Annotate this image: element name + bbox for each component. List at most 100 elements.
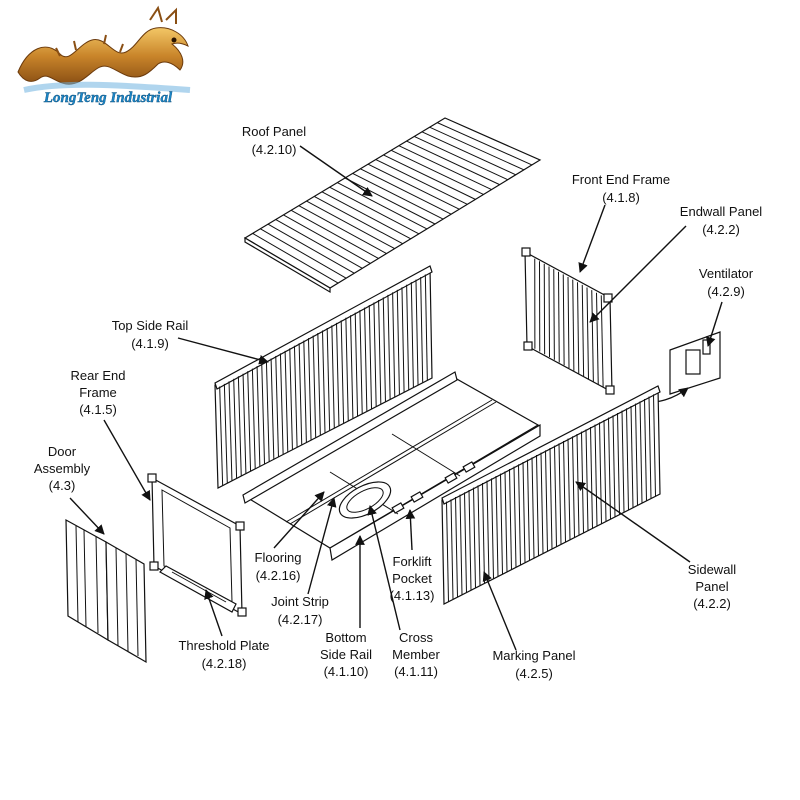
label-bottom-side-rail: Bottom Side Rail (4.1.10) [320, 630, 372, 679]
label-ventilator: Ventilator (4.2.9) [699, 266, 754, 299]
label-endwall-panel: Endwall Panel (4.2.2) [680, 204, 762, 237]
label-cross-member: Cross Member (4.1.11) [392, 630, 440, 679]
corrugation-rib [396, 289, 400, 395]
corrugation-rib [473, 487, 476, 588]
svg-text:Threshold Plate: Threshold Plate [178, 638, 269, 653]
corrugation-rib [387, 294, 391, 400]
corrugation-rib [242, 373, 247, 474]
corrugation-rib [307, 338, 312, 441]
corrugation-rib [513, 466, 517, 568]
corrugation-rib [603, 419, 607, 522]
corrugation-rib [261, 363, 266, 465]
svg-text:(4.2.2): (4.2.2) [702, 222, 740, 237]
corrugation-rib [283, 214, 371, 264]
corrugation-rib [390, 149, 484, 195]
corrugation-rib [383, 154, 476, 200]
logo-text: LongTeng Industrial [43, 90, 173, 106]
front-end-frame [521, 247, 615, 395]
corrugation-rib [340, 320, 345, 424]
corrugation-rib [468, 489, 472, 591]
corrugation-rib [577, 282, 580, 374]
svg-text:(4.1.13): (4.1.13) [390, 588, 435, 603]
corrugation-rib [233, 378, 238, 479]
label-threshold-plate: Threshold Plate (4.2.18) [178, 638, 269, 671]
svg-text:Member: Member [392, 647, 440, 662]
corrugation-rib [223, 383, 228, 484]
corrugation-rib [367, 163, 460, 210]
corrugation-rib [289, 348, 293, 450]
corrugation-rib [251, 368, 256, 469]
corrugation-rib [247, 371, 252, 472]
rear-end-frame [147, 473, 247, 617]
corrugation-rib [536, 454, 539, 556]
corrugation-rib [293, 345, 298, 448]
corrugation-rib [252, 232, 339, 284]
corrugation-rib [504, 471, 508, 572]
corrugation-rib [375, 159, 468, 205]
corrugation-rib [312, 335, 317, 438]
corrugation-rib [398, 145, 492, 190]
corrugation-rib [306, 200, 395, 250]
svg-text:Front End Frame: Front End Frame [572, 172, 670, 187]
door-assembly [65, 518, 147, 664]
corrugation-rib [644, 398, 647, 501]
corrugation-rib [495, 475, 499, 577]
corrugation-rib [572, 436, 575, 538]
corrugation-rib [459, 494, 463, 595]
svg-text:(4.1.9): (4.1.9) [131, 336, 169, 351]
corrugation-rib [317, 333, 321, 436]
corrugation-rib [586, 287, 589, 380]
corrugation-rib [639, 401, 643, 504]
door-locking-bar [135, 558, 139, 657]
corrugation-rib [554, 445, 557, 547]
corrugation-rib [590, 426, 593, 529]
svg-text:(4.2.10): (4.2.10) [252, 142, 297, 157]
corrugation-rib [450, 499, 454, 600]
svg-text:Forklift: Forklift [393, 554, 432, 569]
corrugation-rib [635, 403, 638, 506]
corrugation-rib [548, 266, 550, 358]
corrugation-rib [260, 228, 347, 279]
corrugation-rib [364, 307, 368, 412]
corrugation-rib [350, 315, 354, 419]
corrugation-rib [265, 361, 270, 462]
corrugation-rib [594, 424, 598, 527]
svg-text:Pocket: Pocket [392, 571, 432, 586]
corrugation-rib [545, 450, 548, 552]
dragon-logo-icon [17, 5, 191, 93]
roof-panel [243, 117, 542, 294]
corrugation-rib [621, 410, 625, 513]
svg-text:(4.2.16): (4.2.16) [256, 568, 301, 583]
corrugation-rib [298, 343, 303, 445]
svg-text:(4.2.17): (4.2.17) [278, 612, 323, 627]
corrugation-rib [482, 482, 485, 584]
corrugation-rib [567, 276, 570, 369]
corrugation-rib [563, 440, 566, 543]
svg-text:Door: Door [48, 444, 77, 459]
sidewall-panel [441, 385, 661, 605]
svg-text:Sidewall: Sidewall [688, 562, 737, 577]
corrugation-rib [522, 461, 526, 563]
svg-text:(4.2.9): (4.2.9) [707, 284, 745, 299]
svg-text:Cross: Cross [399, 630, 433, 645]
corrugation-rib [531, 457, 535, 559]
svg-text:Top Side Rail: Top Side Rail [112, 318, 189, 333]
corrugation-rib [567, 438, 571, 540]
corrugation-rib [219, 386, 224, 486]
corrugation-rib [237, 376, 242, 477]
svg-text:Joint Strip: Joint Strip [271, 594, 329, 609]
leader-lines [69, 145, 723, 651]
corrugation-rib [455, 496, 458, 598]
corrugation-rib [608, 417, 611, 520]
corrugation-rib [228, 381, 233, 481]
corrugation-rib [414, 136, 508, 181]
label-joint-strip: Joint Strip (4.2.17) [271, 594, 329, 627]
corrugation-rib [378, 299, 382, 405]
corrugation-rib [284, 350, 289, 453]
corrugation-rib [354, 312, 359, 417]
corrugation-rib [591, 290, 594, 382]
svg-text:(4.2.2): (4.2.2) [693, 596, 731, 611]
corrugation-rib [344, 177, 436, 225]
svg-text:(4.1.10): (4.1.10) [324, 664, 369, 679]
